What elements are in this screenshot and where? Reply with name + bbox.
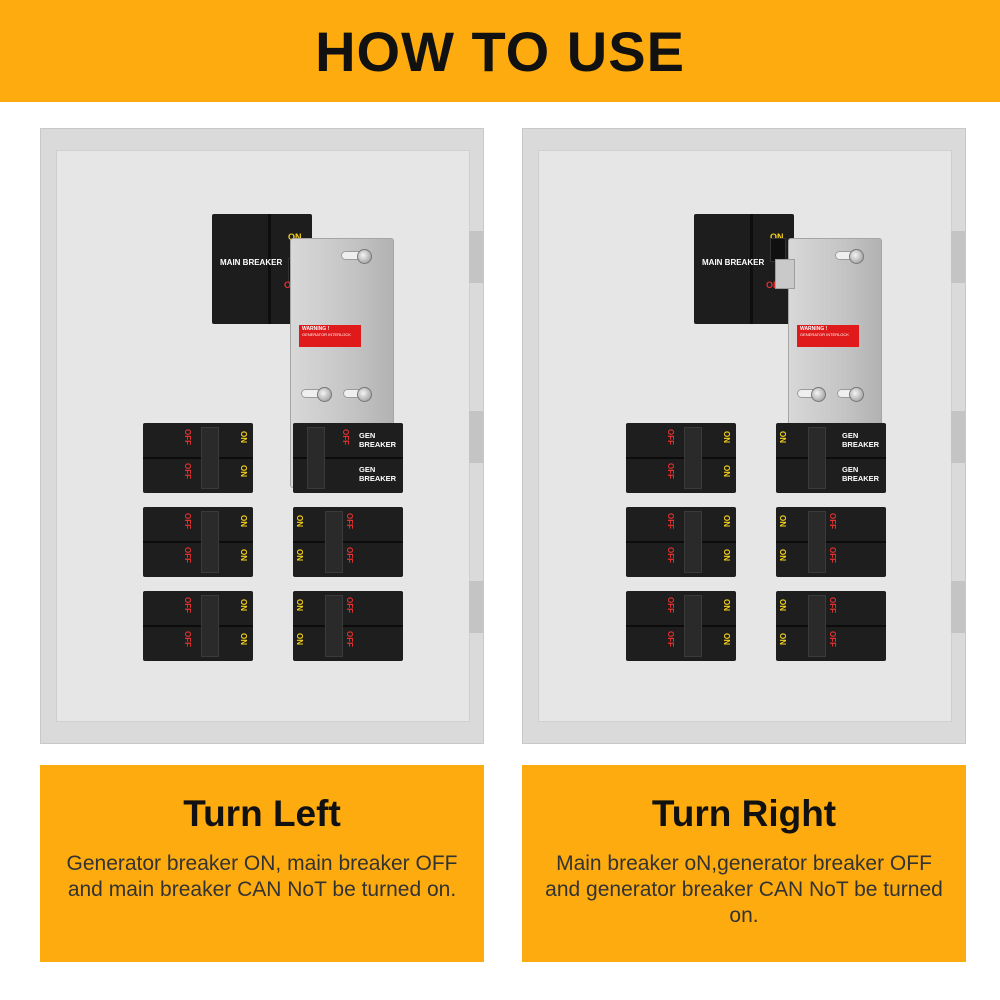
- door-hinge: [951, 231, 965, 283]
- door-hinge: [469, 581, 483, 633]
- main-breaker-label: MAIN BREAKER: [702, 258, 765, 267]
- branch-breaker: ON OFF ON OFF: [293, 507, 403, 577]
- main-breaker-on-label: ON: [770, 232, 784, 242]
- warning-label: WARNING ! GENERATOR INTERLOCK: [299, 325, 361, 347]
- turn-left-description: Generator breaker ON, main breaker OFF a…: [66, 852, 458, 901]
- page-title: HOW TO USE: [315, 19, 685, 83]
- interlock-hook: [775, 259, 795, 289]
- branch-breaker: OFF ON OFF ON: [626, 423, 736, 493]
- door-hinge: [951, 581, 965, 633]
- screw-icon: [849, 249, 864, 264]
- gen-breaker-label: GEN BREAKER: [359, 465, 397, 483]
- branch-breaker: OFF ON OFF ON: [626, 591, 736, 661]
- door-hinge: [469, 231, 483, 283]
- branch-breaker: ON OFF ON OFF: [776, 507, 886, 577]
- left-panel-illustration: MAIN BREAKER ON OFF WARNING ! GENERATOR …: [40, 128, 484, 744]
- branch-breaker: OFF ON OFF ON: [143, 423, 253, 493]
- turn-left-title: Turn Left: [183, 793, 341, 834]
- screw-icon: [811, 387, 826, 402]
- screw-icon: [849, 387, 864, 402]
- branch-breaker: OFF ON OFF ON: [143, 507, 253, 577]
- main-breaker-label: MAIN BREAKER: [220, 258, 283, 267]
- branch-breaker: ON OFF ON OFF: [293, 591, 403, 661]
- gen-breaker-label: GEN BREAKER: [842, 465, 880, 483]
- turn-left-caption: Turn Left Generator breaker ON, main bre…: [40, 765, 484, 962]
- warning-label: WARNING ! GENERATOR INTERLOCK: [797, 325, 859, 347]
- screw-icon: [357, 249, 372, 264]
- header-banner: HOW TO USE: [0, 0, 1000, 102]
- branch-breaker: ON OFF ON OFF: [776, 591, 886, 661]
- branch-breaker: OFF ON OFF ON: [626, 507, 736, 577]
- main-breaker-on-label: ON: [288, 232, 302, 242]
- right-panel-illustration: MAIN BREAKER ON OFF WARNING ! GENERATOR …: [522, 128, 966, 744]
- turn-right-description: Main breaker oN,generator breaker OFF an…: [545, 852, 943, 927]
- screw-icon: [357, 387, 372, 402]
- branch-breaker: OFF ON OFF ON: [143, 591, 253, 661]
- turn-right-title: Turn Right: [651, 793, 837, 834]
- generator-breaker: OFF GEN BREAKER GEN BREAKER: [293, 423, 403, 493]
- door-hinge: [951, 411, 965, 463]
- screw-icon: [317, 387, 332, 402]
- turn-right-caption: Turn Right Main breaker oN,generator bre…: [522, 765, 966, 962]
- gen-breaker-label: GEN BREAKER: [842, 431, 880, 449]
- generator-breaker: ON GEN BREAKER GEN BREAKER: [776, 423, 886, 493]
- gen-breaker-label: GEN BREAKER: [359, 431, 397, 449]
- door-hinge: [469, 411, 483, 463]
